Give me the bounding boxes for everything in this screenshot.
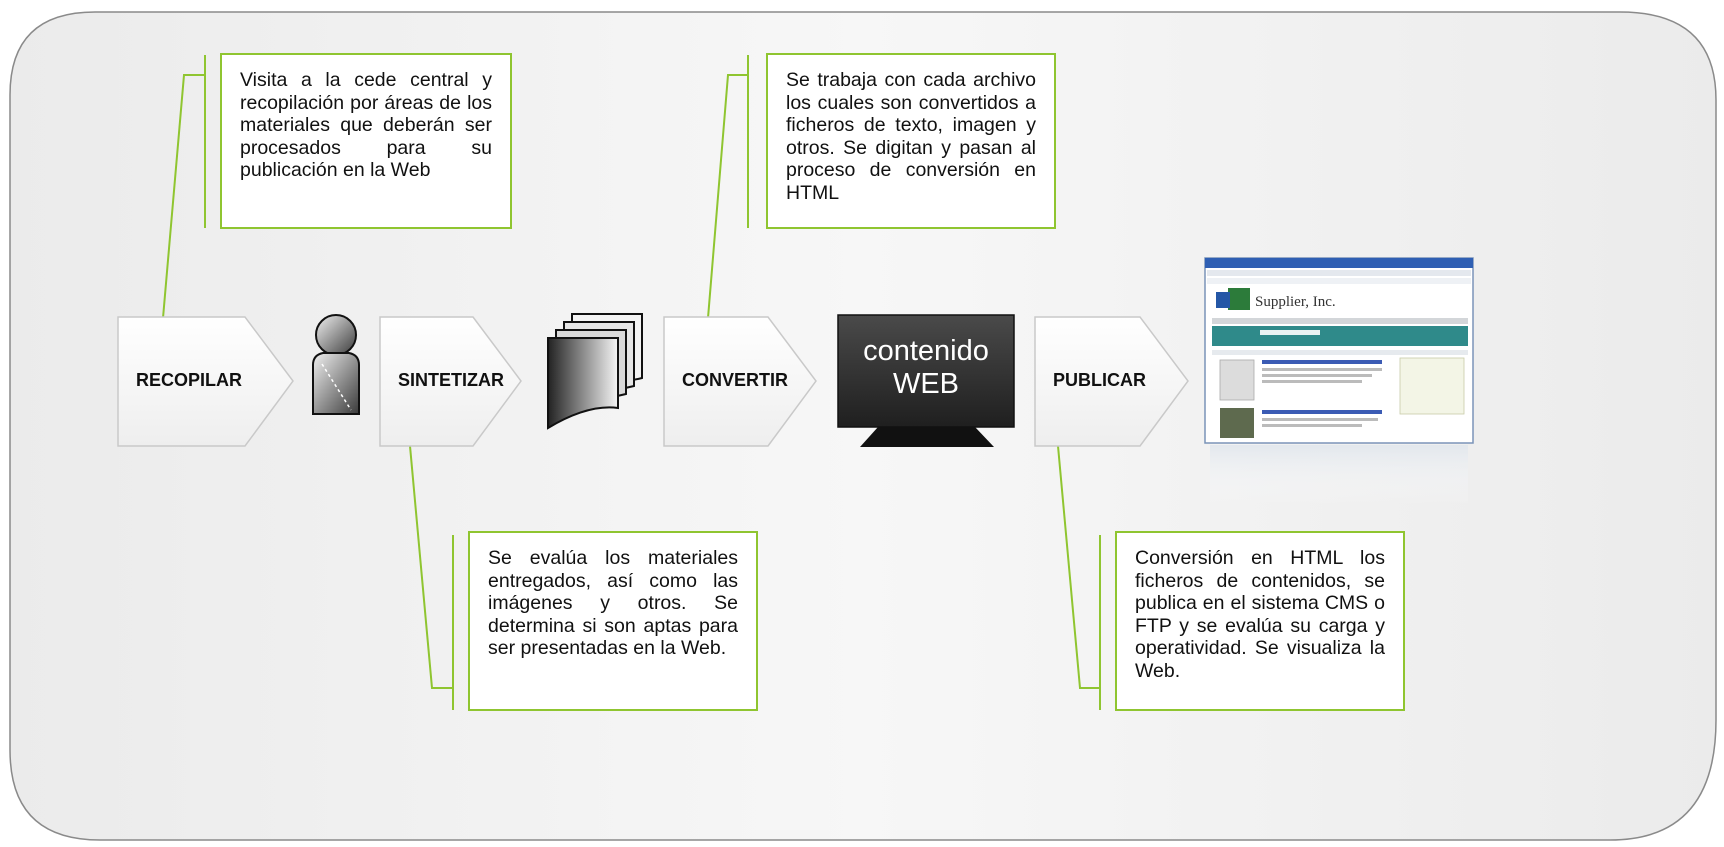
- monitor-line1: contenido: [863, 335, 989, 367]
- note-recopilar: Visita a la cede central y recopilación …: [220, 53, 512, 229]
- monitor-line2: WEB: [892, 368, 960, 400]
- note-publicar: Conversión en HTML los ficheros de conte…: [1115, 531, 1405, 711]
- connector-sintetizar: [409, 445, 453, 689]
- chevron-publicar: [1034, 316, 1189, 447]
- step-label-convertir: CONVERTIR: [682, 370, 789, 390]
- note-sintetizar: Se evalúa los materiales entregados, así…: [468, 531, 758, 711]
- person-icon: [312, 314, 360, 415]
- monitor-text: contenido WEB: [838, 335, 1014, 401]
- website-preview-image: Supplier, Inc.: [1204, 257, 1474, 505]
- monitor-icon: [837, 314, 1015, 447]
- connector-recopilar: [162, 74, 205, 319]
- preview-brand-text: Supplier, Inc.: [1255, 294, 1336, 310]
- chevron-sintetizar: [379, 316, 522, 447]
- connector-lines: [162, 55, 1101, 710]
- connector-publicar: [1057, 445, 1100, 689]
- chevron-recopilar: [117, 316, 294, 447]
- connector-convertir: [707, 74, 748, 319]
- step-label-publicar: PUBLICAR: [1053, 370, 1146, 390]
- step-label-recopilar: RECOPILAR: [136, 370, 243, 390]
- step-label-sintetizar: SINTETIZAR: [398, 370, 504, 390]
- note-convertir: Se trabaja con cada archivo los cuales s…: [766, 53, 1056, 229]
- chevrons: [117, 316, 1189, 447]
- chevron-convertir: [663, 316, 817, 447]
- documents-icon: [547, 313, 643, 430]
